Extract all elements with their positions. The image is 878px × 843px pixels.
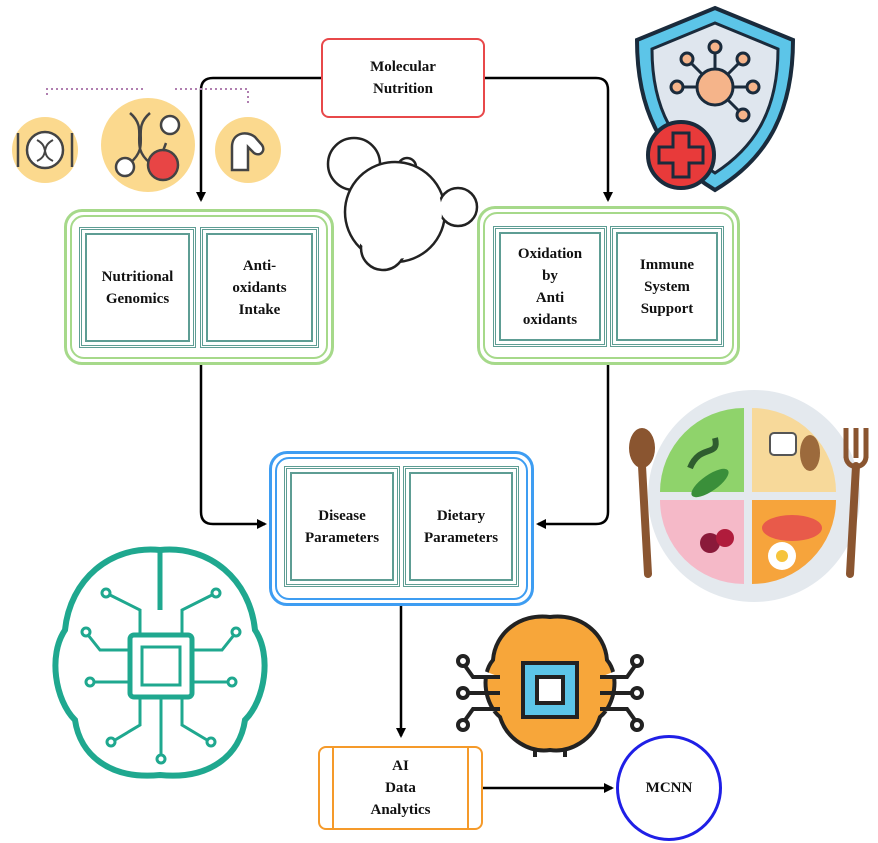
right-group-box — [477, 206, 740, 365]
disease-parameters-label: Disease Parameters — [304, 507, 380, 546]
nutrition-genomics-icon-group — [12, 88, 281, 192]
flexed-arm-icon — [215, 117, 281, 183]
oxidation-antioxidants-label: Oxidation by Anti oxidants — [517, 245, 583, 328]
mcnn-circle — [616, 735, 722, 841]
ai-brain-circuit-icon — [52, 546, 268, 779]
plate-dna-icon — [12, 117, 78, 183]
disease-parameters-cell — [284, 466, 400, 587]
parameters-group-box — [269, 451, 534, 606]
nutritional-genomics-label: Nutritional Genomics — [101, 268, 174, 307]
food-plate-icon — [629, 390, 869, 602]
antioxidants-intake-label: Anti- oxidants Intake — [232, 257, 287, 318]
dietary-parameters-label: Dietary Parameters — [423, 507, 499, 546]
arrow-right-group-to-params — [536, 365, 610, 529]
antioxidants-intake-cell — [200, 227, 319, 348]
dietary-parameters-cell — [403, 466, 519, 587]
immune-system-support-cell — [610, 226, 724, 347]
molecule-icon — [326, 136, 479, 272]
ai-brain-chip-icon — [456, 614, 644, 757]
molecular-nutrition-label: Molecular Nutrition — [370, 59, 436, 97]
nutritional-genomics-cell — [79, 227, 196, 348]
arrow-left-group-to-params — [199, 365, 267, 529]
oxidation-antioxidants-cell — [493, 226, 607, 347]
left-group-box — [64, 209, 334, 365]
ai-data-analytics-label: AI Data Analytics — [370, 758, 431, 818]
immune-system-support-label: Immune System Support — [639, 256, 695, 317]
ai-data-analytics-box — [318, 746, 483, 830]
mcnn-label: MCNN — [645, 780, 693, 796]
dna-apple-icon — [101, 98, 195, 192]
arrow-molecular-to-right-group — [485, 76, 613, 202]
molecular-nutrition-box — [321, 38, 485, 118]
immune-shield-icon — [634, 5, 796, 193]
